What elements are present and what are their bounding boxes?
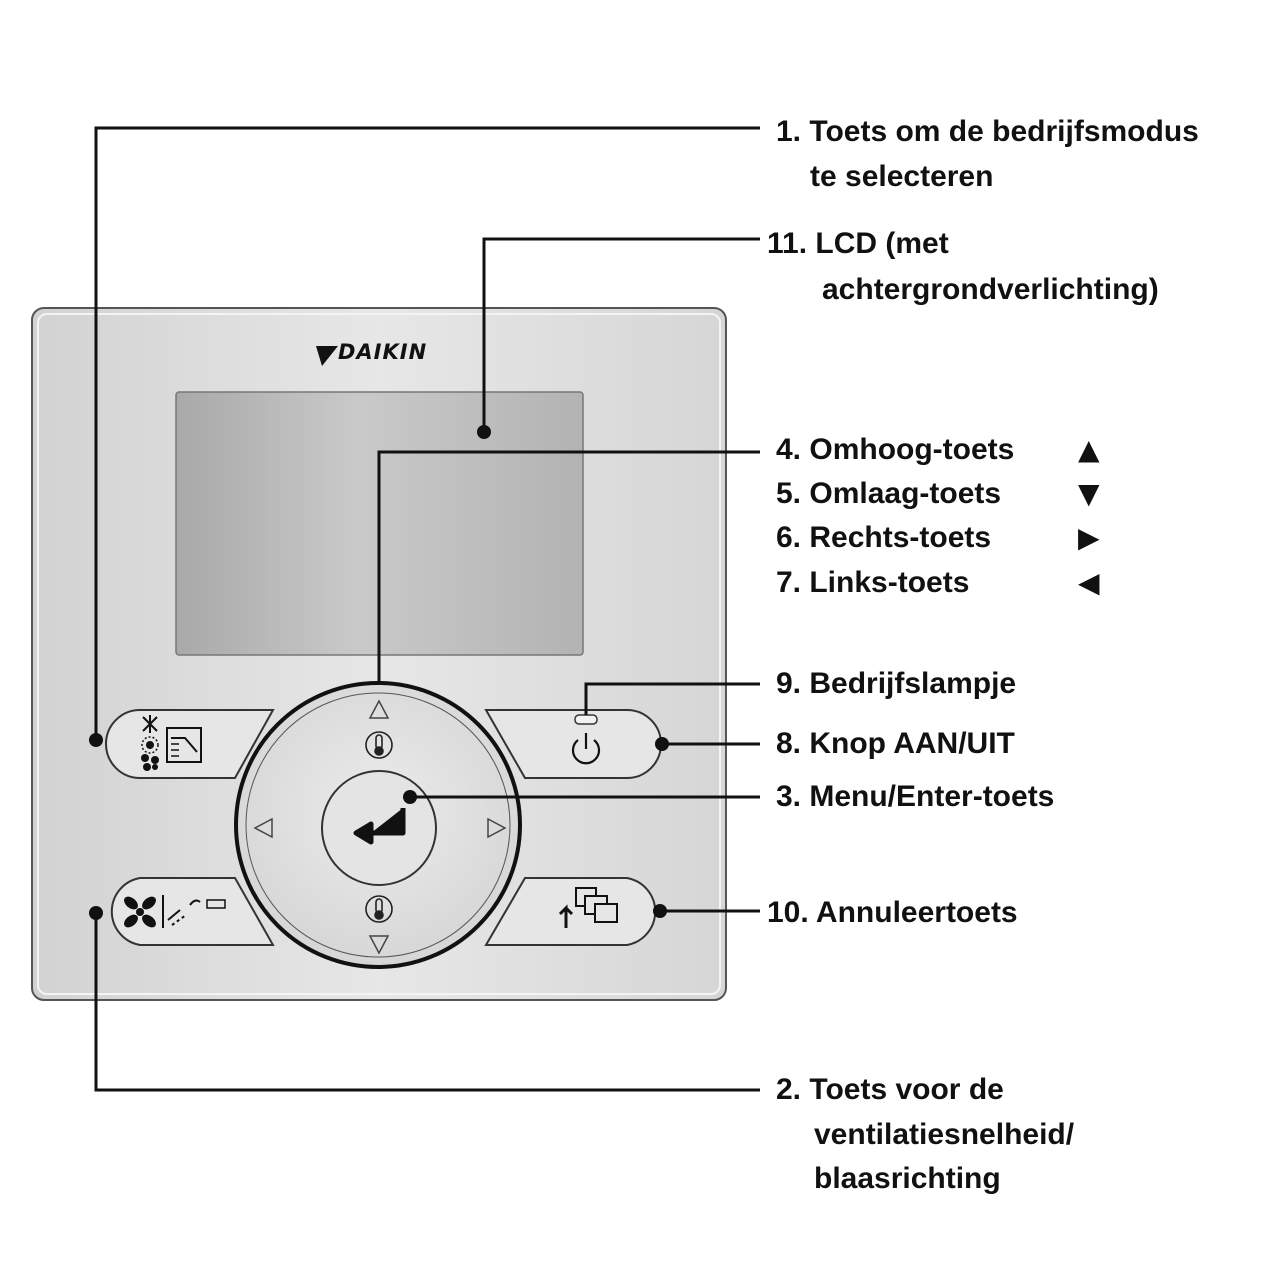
down-arrow-icon[interactable]: [368, 935, 390, 955]
dial-inner-ring: [245, 692, 511, 958]
up-arrow-icon[interactable]: [368, 699, 390, 719]
leader-lamp: [584, 682, 760, 715]
label-mode-line2: te selecteren: [810, 160, 994, 193]
up-triangle-icon: ▲: [1078, 433, 1100, 466]
label-left-key: 7. Links-toets: [776, 566, 970, 599]
fan-small-icon: [141, 754, 159, 771]
label-fan-line2: ventilatiesnelheid/: [814, 1118, 1075, 1151]
label-down-key: 5. Omlaag-toets: [776, 477, 1002, 510]
label-operation-lamp: 9. Bedrijfslampje: [776, 667, 1017, 700]
label-right-key: 6. Rechts-toets: [776, 521, 992, 554]
leader-fan: [94, 913, 760, 1092]
sun-icon: [141, 736, 159, 754]
thermometer-up-icon: [365, 731, 393, 759]
left-triangle-icon: ◀: [1078, 566, 1100, 599]
label-lcd-line1: 11. LCD (met: [767, 227, 949, 260]
daikin-logo-icon: [316, 346, 338, 366]
mode-setting-icon: [166, 727, 202, 763]
label-mode-line1: 1. Toets om de bedrijfsmodus: [776, 115, 1199, 148]
snowflake-icon: [142, 715, 158, 733]
airflow-direction-icon: [167, 899, 226, 926]
label-on-off: 8. Knop AAN/UIT: [776, 727, 1015, 760]
label-cancel: 10. Annuleertoets: [767, 896, 1018, 929]
label-up-key: 4. Omhoog-toets: [776, 433, 1015, 466]
enter-arrow-icon: [353, 808, 406, 845]
leader-arrows: [377, 450, 760, 684]
cancel-screens-icon: [558, 887, 618, 928]
leader-lcd: [482, 237, 760, 432]
label-fan-line1: 2. Toets voor de: [776, 1073, 1004, 1106]
left-arrow-icon[interactable]: [253, 817, 273, 839]
fan-icon: [124, 896, 156, 928]
leader-mode: [94, 126, 760, 740]
thermometer-down-icon: [365, 895, 393, 923]
right-triangle-icon: ▶: [1078, 521, 1100, 554]
label-fan-line3: blaasrichting: [814, 1162, 1001, 1195]
operation-lamp: [574, 714, 598, 725]
power-icon: [571, 733, 601, 765]
label-lcd-line2: achtergrondverlichting): [822, 273, 1159, 306]
fan-speed-airflow-button[interactable]: [110, 877, 275, 946]
leader-dots: [89, 425, 669, 920]
right-arrow-icon[interactable]: [487, 817, 507, 839]
daikin-brand-text: DAIKIN: [338, 340, 428, 364]
leader-lines: [94, 126, 760, 1092]
controller-panel-inner-edge: [37, 313, 721, 995]
label-menu-enter: 3. Menu/Enter-toets: [776, 780, 1055, 813]
down-triangle-icon: ▼: [1078, 477, 1100, 510]
